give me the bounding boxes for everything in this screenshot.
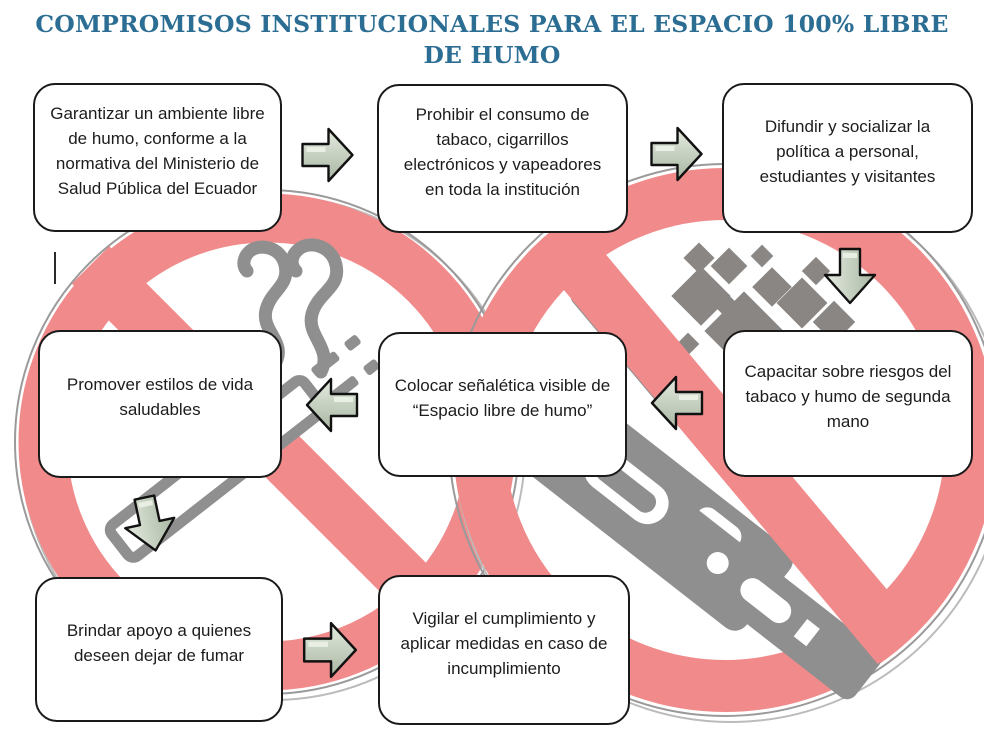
arrow-left-icon [305,377,359,433]
step-promover: Promover estilos de vida saludables [38,330,282,478]
step-text: Prohibir el consumo de tabaco, cigarrill… [403,104,602,199]
step-prohibir: Prohibir el consumo de tabaco, cigarrill… [377,84,628,233]
step-garantizar: Garantizar un ambiente libre de humo, co… [33,83,282,232]
step-apoyo: Brindar apoyo a quienes deseen dejar de … [35,577,283,722]
step-senaletica: Colocar señalética visible de “Espacio l… [378,332,627,477]
diagram-title: COMPROMISOS INSTITUCIONALES PARA EL ESPA… [0,9,984,71]
step-text: Capacitar sobre riesgos del tabaco y hum… [744,362,952,431]
step-text: Vigilar el cumplimiento y aplicar medida… [400,608,608,678]
arrow-right-icon [301,127,354,183]
arrow-right-icon [302,621,358,679]
step-text: Colocar señalética visible de “Espacio l… [394,375,611,420]
arrow-down-icon [124,494,176,552]
arrow-right-icon [650,126,703,182]
step-text: Garantizar un ambiente libre de humo, co… [50,103,265,198]
title-line-2: DE HUMO [423,41,561,69]
title-line-1: COMPROMISOS INSTITUCIONALES PARA EL ESPA… [35,10,949,38]
step-text: Promover estilos de vida saludables [66,375,254,419]
arrow-down-icon [823,247,877,305]
step-capacitar: Capacitar sobre riesgos del tabaco y hum… [723,330,973,477]
step-text: Difundir y socializar la política a pers… [759,116,936,186]
step-difundir: Difundir y socializar la política a pers… [722,83,973,233]
step-vigilar: Vigilar el cumplimiento y aplicar medida… [378,575,630,725]
stray-vertical-line [54,252,56,284]
arrow-left-icon [650,375,704,431]
step-text: Brindar apoyo a quienes deseen dejar de … [66,620,252,665]
